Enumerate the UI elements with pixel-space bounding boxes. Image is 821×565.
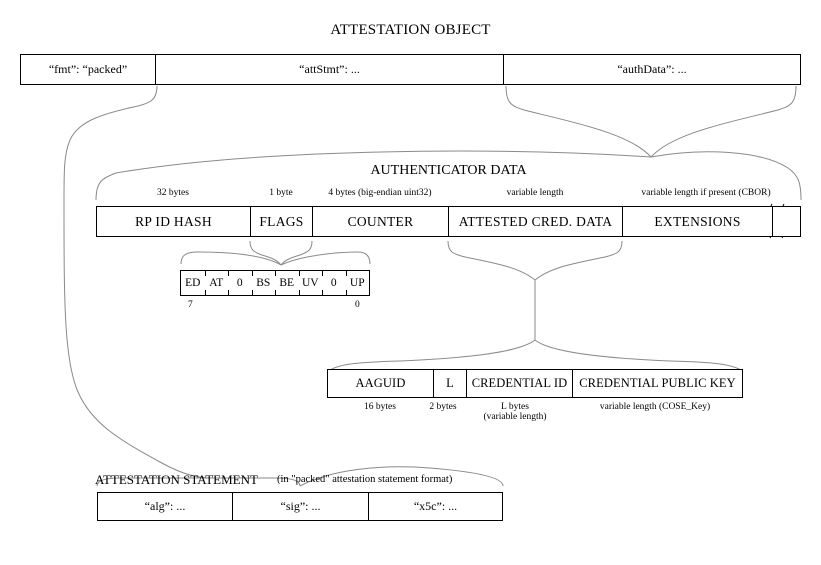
flag-bit-reserved-5[interactable]: 0 xyxy=(228,271,252,295)
field-counter[interactable]: COUNTER xyxy=(313,207,449,236)
size-counter: 4 bytes (big-endian uint32) xyxy=(328,188,432,198)
field-attested-cred-data[interactable]: ATTESTED CRED. DATA xyxy=(449,207,623,236)
acd-brace-lower-left xyxy=(327,339,536,373)
field-rp-id-hash[interactable]: RP ID HASH xyxy=(97,207,251,236)
attestation-object-row: “fmt”: “packed” “attStmt”: ... “authData… xyxy=(20,54,801,85)
field-authdata[interactable]: “authData”: ... xyxy=(617,62,687,76)
authdata-brace-left xyxy=(505,85,652,158)
field-flags[interactable]: FLAGS xyxy=(251,207,313,236)
size-attested-cred-data: variable length xyxy=(506,188,564,198)
authenticator-data-row: RP ID HASH FLAGS COUNTER ATTESTED CRED. … xyxy=(96,206,801,237)
field-credential-id-length[interactable]: L xyxy=(434,370,467,397)
acd-brace-lower-right xyxy=(534,339,744,373)
flags-brace-left xyxy=(249,240,282,266)
field-aaguid[interactable]: AAGUID xyxy=(328,370,434,397)
flags-brace-span-left xyxy=(180,251,282,266)
bit-index-low: 0 xyxy=(355,300,360,310)
size-credential-id: L bytes xyxy=(501,402,529,412)
flag-bit-reserved-1[interactable]: 0 xyxy=(322,271,346,295)
acd-brace-right xyxy=(534,240,623,281)
flags-brace-span-right xyxy=(280,251,371,266)
field-credential-id[interactable]: CREDENTIAL ID xyxy=(467,370,573,397)
attested-credential-data-row: AAGUID L CREDENTIAL ID CREDENTIAL PUBLIC… xyxy=(327,369,743,398)
field-alg[interactable]: “alg”: ... xyxy=(98,493,233,520)
flag-bit-be[interactable]: BE xyxy=(275,271,299,295)
flag-bit-bs[interactable]: BS xyxy=(251,271,276,295)
field-credential-public-key[interactable]: CREDENTIAL PUBLIC KEY xyxy=(579,376,736,390)
field-extensions-truncation xyxy=(773,207,800,236)
size-credential-id-length: 2 bytes xyxy=(429,402,457,412)
attstmt-connector-top xyxy=(63,85,158,201)
field-attstmt[interactable]: “attStmt”: ... xyxy=(156,55,504,84)
flags-brace-right xyxy=(280,240,313,266)
acd-brace-left xyxy=(447,240,536,281)
field-extensions[interactable]: EXTENSIONS xyxy=(623,207,773,236)
flag-bit-ed[interactable]: ED xyxy=(185,277,201,289)
attstmt-connector-mid xyxy=(63,199,213,479)
size-flags: 1 byte xyxy=(269,188,293,198)
authdata-brace-right xyxy=(650,85,797,158)
size-credential-public-key: variable length (COSE_Key) xyxy=(599,402,711,412)
size-aaguid: 16 bytes xyxy=(364,402,396,412)
attestation-statement-note: (in "packed" attestation statement forma… xyxy=(277,474,453,485)
attestation-statement-row: “alg”: ... “sig”: ... “x5c”: ... xyxy=(97,492,503,521)
flag-bit-up[interactable]: UP xyxy=(345,271,370,295)
size-credential-id-note: (variable length) xyxy=(483,412,547,422)
field-x5c[interactable]: “x5c”: ... xyxy=(413,499,458,513)
attestation-statement-title: ATTESTATION STATEMENT xyxy=(95,472,258,487)
page-title: ATTESTATION OBJECT xyxy=(330,22,491,38)
size-rp-id-hash: 32 bytes xyxy=(157,188,189,198)
authenticator-data-title: AUTHENTICATOR DATA xyxy=(370,163,527,178)
size-extensions: variable length if present (CBOR) xyxy=(641,188,771,198)
field-fmt[interactable]: “fmt”: “packed” xyxy=(21,55,156,84)
flag-bit-uv[interactable]: UV xyxy=(298,271,323,295)
field-sig[interactable]: “sig”: ... xyxy=(233,493,369,520)
flag-bit-at[interactable]: AT xyxy=(204,271,229,295)
flags-bit-box: ED AT 0 BS BE UV 0 UP xyxy=(180,270,370,296)
bit-index-high: 7 xyxy=(188,300,193,310)
